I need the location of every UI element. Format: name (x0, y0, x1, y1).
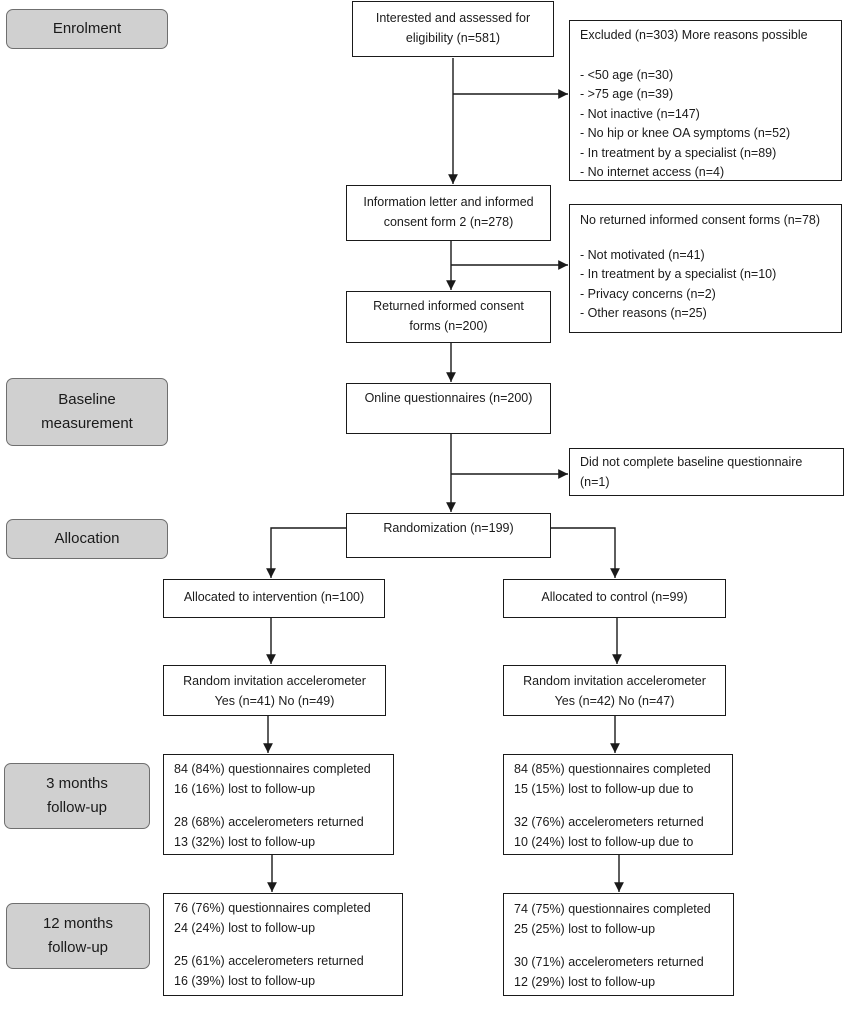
box-online-questionnaires-line: Online questionnaires (n=200) (364, 391, 533, 405)
box-info-letter: Information letter and informed consent … (346, 185, 551, 241)
stage-allocation: Allocation (6, 519, 168, 559)
box-returned-line-2: forms (n=200) (409, 318, 488, 333)
fu12-control-q-lost: 25 (25%) lost to follow-up (514, 921, 656, 936)
box-online-questionnaires: Online questionnaires (n=200) (346, 383, 551, 434)
excluded-item: - >75 age (n=39) (580, 87, 674, 101)
stage-baseline: Baseline measurement (6, 378, 168, 446)
box-eligibility-line-1: Interested and assessed for (375, 11, 531, 25)
stage-enrolment-label: Enrolment (52, 20, 122, 37)
stage-followup-12m-label-2: follow-up (47, 939, 108, 956)
box-invite-control-line-1: Random invitation accelerometer (523, 674, 706, 688)
fu12-control-acc-lost: 12 (29%) lost to follow-up (514, 974, 656, 989)
stage-followup-3m: 3 months follow-up (4, 763, 150, 829)
excluded-item: - In treatment by a specialist (n=89) (580, 145, 777, 160)
fu3-intervention-acc-returned: 28 (68%) accelerometers returned (174, 815, 364, 829)
box-randomization-line: Randomization (n=199) (383, 521, 514, 535)
fu12-intervention-acc-lost: 16 (39%) lost to follow-up (174, 973, 316, 988)
arrow-randomization-to-control (550, 527, 620, 578)
box-not-completed-line-2: (n=1) (580, 474, 610, 489)
stage-baseline-label-2: measurement (41, 415, 133, 432)
fu3-intervention-q-completed: 84 (84%) questionnaires completed (174, 762, 371, 776)
box-allocated-intervention: Allocated to intervention (n=100) (163, 579, 385, 618)
no-returned-item: - Other reasons (n=25) (580, 306, 707, 320)
fu12-control-q-completed: 74 (75%) questionnaires completed (514, 902, 711, 916)
box-invite-intervention: Random invitation accelerometer Yes (n=4… (163, 665, 386, 716)
box-randomization: Randomization (n=199) (346, 513, 551, 558)
box-invite-intervention-line-2: Yes (n=41) No (n=49) (214, 693, 335, 708)
box-eligibility: Interested and assessed for eligibility … (352, 1, 554, 57)
fu3-control-q-completed: 84 (85%) questionnaires completed (514, 762, 711, 776)
no-returned-item: - Privacy concerns (n=2) (580, 286, 716, 301)
box-allocated-intervention-line: Allocated to intervention (n=100) (183, 590, 365, 604)
fu3-intervention-q-lost: 16 (16%) lost to follow-up (174, 781, 316, 796)
fu3-control-q-lost: 15 (15%) lost to follow-up due to (514, 781, 694, 796)
box-invite-control: Random invitation accelerometer Yes (n=4… (503, 665, 726, 716)
box-excluded: Excluded (n=303) More reasons possible -… (569, 20, 842, 181)
box-fu3-intervention: 84 (84%) questionnaires completed 16 (16… (163, 754, 394, 855)
no-returned-item: - Not motivated (n=41) (580, 247, 705, 262)
arrow-randomization-to-intervention (266, 527, 346, 578)
stage-followup-12m-label-1: 12 months (42, 915, 114, 932)
no-returned-item: - In treatment by a specialist (n=10) (580, 267, 777, 281)
box-returned-line-1: Returned informed consent (373, 299, 524, 313)
excluded-item: - <50 age (n=30) (580, 67, 674, 82)
box-fu12-control: 74 (75%) questionnaires completed 25 (25… (503, 893, 734, 996)
box-allocated-control: Allocated to control (n=99) (503, 579, 726, 618)
box-excluded-title: Excluded (n=303) More reasons possible (580, 28, 808, 42)
fu3-control-acc-lost: 10 (24%) lost to follow-up due to (514, 834, 694, 849)
box-info-letter-line-1: Information letter and informed (363, 195, 534, 209)
box-returned: Returned informed consent forms (n=200) (346, 291, 551, 343)
box-no-returned: No returned informed consent forms (n=78… (569, 204, 842, 333)
fu12-intervention-q-lost: 24 (24%) lost to follow-up (174, 920, 316, 935)
box-invite-intervention-line-1: Random invitation accelerometer (183, 674, 366, 688)
box-allocated-control-line: Allocated to control (n=99) (541, 590, 688, 604)
box-no-returned-title: No returned informed consent forms (n=78… (580, 213, 821, 227)
fu12-control-acc-returned: 30 (71%) accelerometers returned (514, 955, 704, 969)
stage-followup-12m: 12 months follow-up (6, 903, 150, 969)
excluded-item: - No hip or knee OA symptoms (n=52) (580, 126, 791, 140)
box-fu3-control: 84 (85%) questionnaires completed 15 (15… (503, 754, 733, 855)
fu12-intervention-q-completed: 76 (76%) questionnaires completed (174, 901, 371, 915)
stage-followup-3m-label-2: follow-up (46, 799, 107, 816)
stage-enrolment: Enrolment (6, 9, 168, 49)
stage-baseline-label-1: Baseline (58, 391, 116, 408)
excluded-item: - Not inactive (n=147) (580, 106, 700, 121)
fu3-intervention-acc-lost: 13 (32%) lost to follow-up (174, 834, 316, 849)
box-not-completed: Did not complete baseline questionnaire … (569, 448, 844, 496)
fu3-control-acc-returned: 32 (76%) accelerometers returned (514, 815, 704, 829)
excluded-item: - No internet access (n=4) (580, 165, 725, 179)
box-invite-control-line-2: Yes (n=42) No (n=47) (554, 693, 675, 708)
fu12-intervention-acc-returned: 25 (61%) accelerometers returned (174, 954, 364, 968)
box-info-letter-line-2: consent form 2 (n=278) (383, 214, 514, 229)
stage-allocation-label: Allocation (54, 530, 120, 547)
box-eligibility-line-2: eligibility (n=581) (405, 30, 501, 45)
box-fu12-intervention: 76 (76%) questionnaires completed 24 (24… (163, 893, 403, 996)
stage-followup-3m-label-1: 3 months (46, 775, 108, 792)
box-not-completed-line-1: Did not complete baseline questionnaire (580, 455, 803, 469)
